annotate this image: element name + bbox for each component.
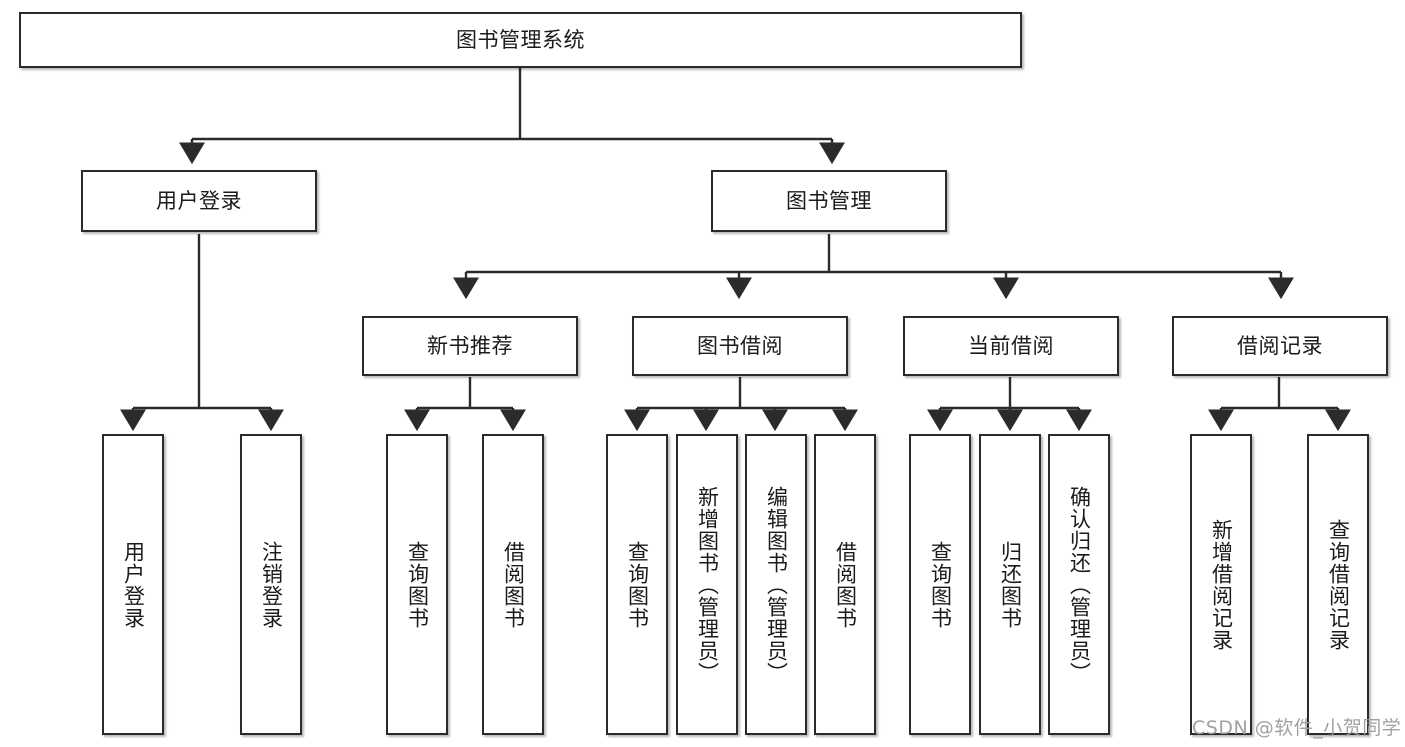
- leaf-borrow-add-book[interactable]: 新增图书（管理员）: [676, 434, 738, 735]
- leaf-borrow-query-book[interactable]: 查询图书: [606, 434, 668, 735]
- leaf-recommend-borrow-book[interactable]: 借阅图书: [482, 434, 544, 735]
- node-current-borrow-label: 当前借阅: [968, 333, 1054, 358]
- leaf-record-add-record[interactable]: 新增借阅记录: [1190, 434, 1252, 735]
- leaf-user-login-login[interactable]: 用户登录: [102, 434, 164, 735]
- leaf-user-login-logout-label: 注销登录: [259, 540, 284, 629]
- node-book-management[interactable]: 图书管理: [711, 170, 947, 232]
- leaf-current-return-book[interactable]: 归还图书: [979, 434, 1041, 735]
- node-current-borrow[interactable]: 当前借阅: [903, 316, 1119, 376]
- leaf-user-login-logout[interactable]: 注销登录: [240, 434, 302, 735]
- leaf-recommend-query-book-label: 查询图书: [405, 540, 430, 629]
- node-user-login[interactable]: 用户登录: [81, 170, 317, 232]
- leaf-current-confirm-return[interactable]: 确认归还（管理员）: [1048, 434, 1110, 735]
- node-root[interactable]: 图书管理系统: [19, 12, 1022, 68]
- leaf-borrow-add-book-label: 新增图书（管理员）: [695, 485, 720, 684]
- leaf-current-confirm-return-label: 确认归还（管理员）: [1067, 485, 1092, 684]
- node-new-book-recommend[interactable]: 新书推荐: [362, 316, 578, 376]
- leaf-recommend-query-book[interactable]: 查询图书: [386, 434, 448, 735]
- node-new-book-recommend-label: 新书推荐: [427, 333, 513, 358]
- leaf-record-add-record-label: 新增借阅记录: [1209, 518, 1234, 651]
- leaf-record-query-record-label: 查询借阅记录: [1326, 518, 1351, 651]
- csdn-watermark: CSDN @软件_小贺同学: [1192, 717, 1402, 739]
- node-book-borrow[interactable]: 图书借阅: [632, 316, 848, 376]
- leaf-current-query-book-label: 查询图书: [928, 540, 953, 629]
- leaf-borrow-borrow-book-label: 借阅图书: [833, 540, 858, 629]
- leaf-borrow-query-book-label: 查询图书: [625, 540, 650, 629]
- leaf-borrow-borrow-book[interactable]: 借阅图书: [814, 434, 876, 735]
- leaf-user-login-login-label: 用户登录: [121, 540, 146, 629]
- node-root-label: 图书管理系统: [456, 27, 585, 52]
- leaf-current-query-book[interactable]: 查询图书: [909, 434, 971, 735]
- leaf-current-return-book-label: 归还图书: [998, 540, 1023, 629]
- leaf-borrow-edit-book[interactable]: 编辑图书（管理员）: [745, 434, 807, 735]
- leaf-record-query-record[interactable]: 查询借阅记录: [1307, 434, 1369, 735]
- node-borrow-record[interactable]: 借阅记录: [1172, 316, 1388, 376]
- node-book-borrow-label: 图书借阅: [697, 333, 783, 358]
- node-user-login-label: 用户登录: [156, 188, 242, 213]
- node-book-management-label: 图书管理: [786, 188, 872, 213]
- leaf-recommend-borrow-book-label: 借阅图书: [501, 540, 526, 629]
- leaf-borrow-edit-book-label: 编辑图书（管理员）: [764, 485, 789, 684]
- node-borrow-record-label: 借阅记录: [1237, 333, 1323, 358]
